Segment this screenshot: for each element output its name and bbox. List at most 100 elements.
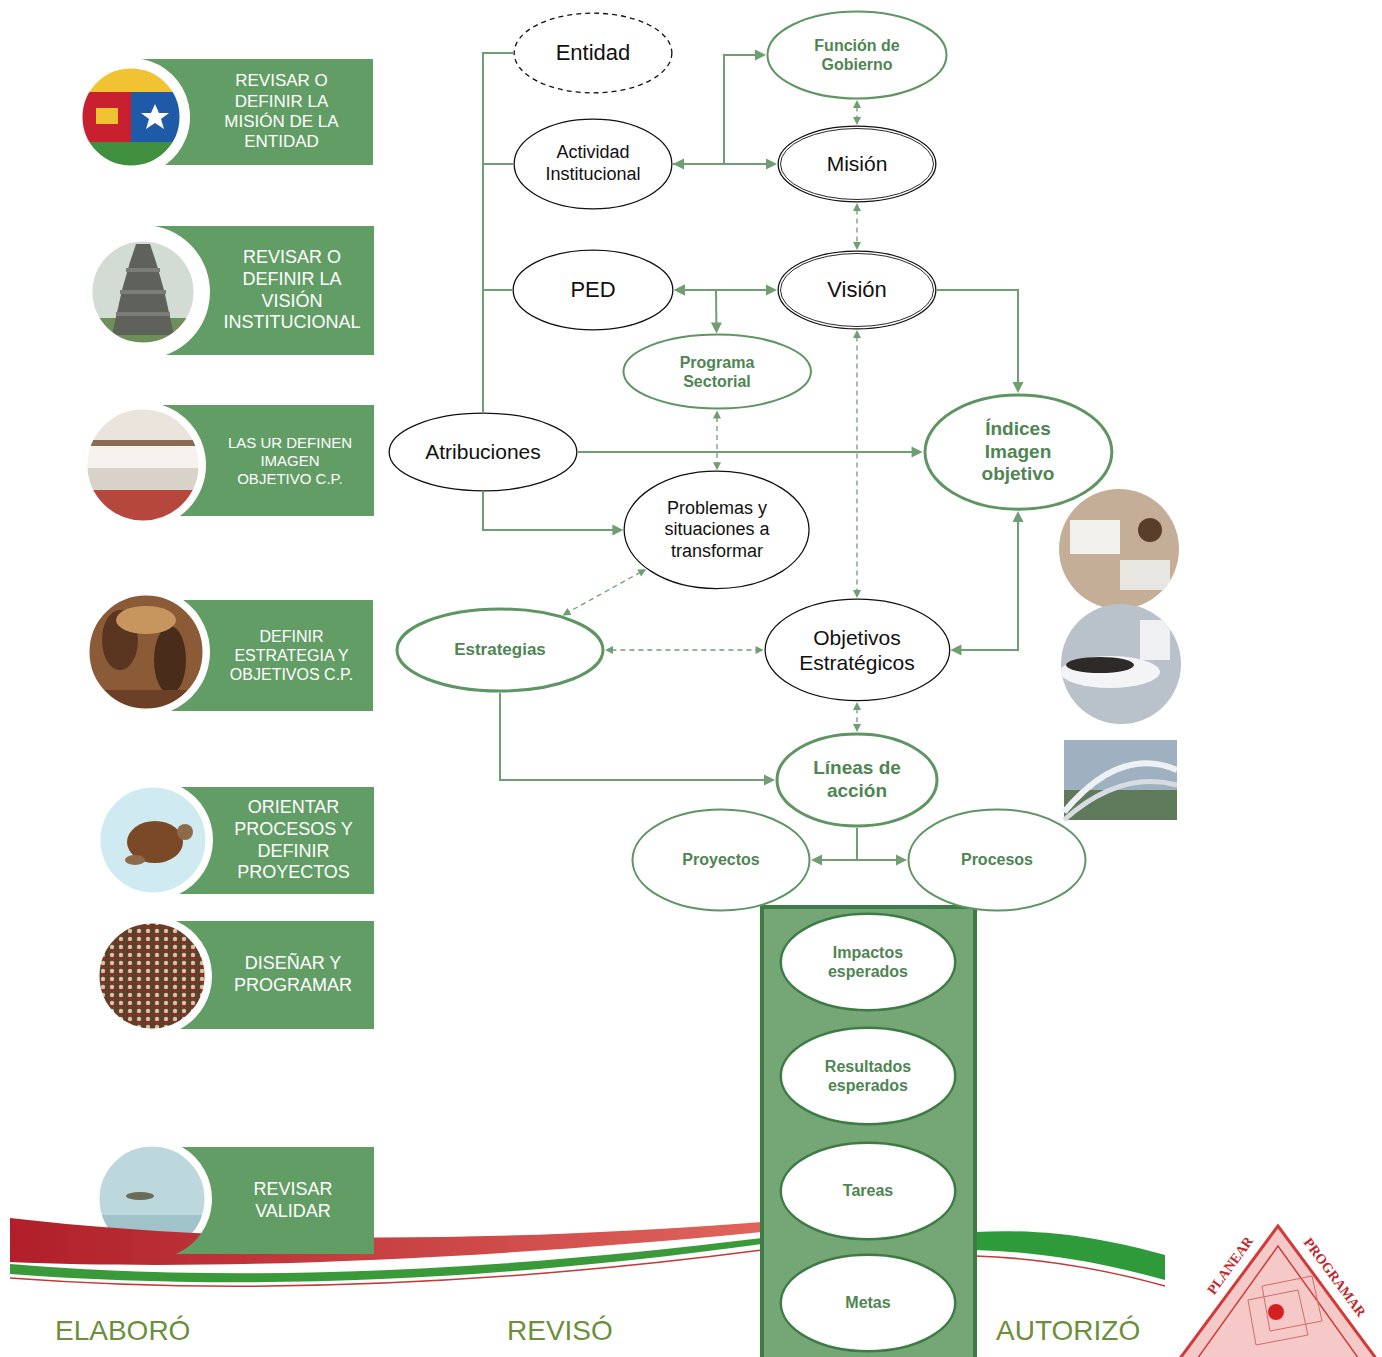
arrowhead xyxy=(766,159,777,170)
banner-text: ORIENTAR PROCESOS Y DEFINIR PROYECTOS xyxy=(219,797,369,883)
connector xyxy=(853,702,861,732)
node-text: PED xyxy=(570,277,615,303)
dashed-connector-line xyxy=(856,209,857,243)
connector xyxy=(673,50,766,165)
logo-cube xyxy=(1262,1276,1322,1331)
node-text: Visión xyxy=(827,277,887,303)
photo-part xyxy=(1061,604,1181,724)
ellipse-inner-outline xyxy=(781,254,934,327)
crowd-photo xyxy=(98,922,206,1030)
arrowhead xyxy=(673,159,684,170)
photo-part xyxy=(86,440,200,446)
swoosh-line xyxy=(10,1250,762,1286)
node-text: Líneas de acción xyxy=(793,757,921,803)
step-banner: DEFINIR ESTRATEGIA Y OBJETIVOS C.P. xyxy=(146,600,373,711)
arrowhead xyxy=(811,855,822,866)
ellipse-outline xyxy=(623,335,810,409)
arrowhead xyxy=(612,524,623,535)
connector xyxy=(674,285,722,334)
ellipse-node: Función de Gobierno xyxy=(766,10,948,100)
banner-text-area: REVISAR O DEFINIR LA MISIÓN DE LA ENTIDA… xyxy=(194,59,369,165)
turtle-photo xyxy=(99,786,207,894)
swoosh-green xyxy=(10,1238,762,1282)
arrowhead xyxy=(755,50,766,61)
node-text: Misión xyxy=(827,151,888,176)
signature-label: AUTORIZÓ xyxy=(996,1314,1140,1348)
dashed-connector-line xyxy=(611,649,757,650)
connector-line xyxy=(683,290,717,325)
photo-ring xyxy=(86,408,200,522)
photo-part xyxy=(116,312,170,316)
node-text: Atribuciones xyxy=(425,439,541,464)
arrowhead xyxy=(853,117,861,125)
ellipse-outline xyxy=(397,609,603,691)
connector xyxy=(483,492,623,535)
dashed-connector-line xyxy=(856,708,857,725)
banner-shape xyxy=(143,226,374,355)
node-text: Programa Sectorial xyxy=(648,353,787,391)
connector xyxy=(857,828,907,866)
photo-part xyxy=(126,1192,154,1200)
photo-ring xyxy=(99,786,207,894)
banner-fill xyxy=(155,226,374,355)
connector xyxy=(853,203,861,250)
node-text: Actividad Institucional xyxy=(531,142,656,185)
node-text: Estrategias xyxy=(454,640,546,660)
arrowhead xyxy=(605,646,613,654)
ellipse-outline xyxy=(514,13,672,93)
step-banner: LAS UR DEFINEN IMAGEN OBJETIVO C.P. xyxy=(143,405,374,516)
ellipse-node: Objetivos Estratégicos xyxy=(764,598,951,702)
ellipse-outline xyxy=(781,914,956,1011)
banner-text-area: DEFINIR ESTRATEGIA Y OBJETIVOS C.P. xyxy=(214,600,369,711)
banner-text: LAS UR DEFINEN IMAGEN OBJETIVO C.P. xyxy=(225,434,355,488)
banner-text-area: LAS UR DEFINEN IMAGEN OBJETIVO C.P. xyxy=(210,405,370,516)
photo-part xyxy=(1140,620,1170,660)
flag-photo xyxy=(81,67,181,167)
photo-part xyxy=(1060,656,1160,688)
arrowhead xyxy=(950,644,961,655)
node-text: Índices Imagen objetivo xyxy=(952,418,1083,486)
banner-fill xyxy=(179,787,374,894)
connector-line xyxy=(483,164,513,412)
dashed-connector-line xyxy=(856,106,857,118)
ellipse-outline xyxy=(781,1143,956,1240)
ellipse-node: PED xyxy=(512,249,674,331)
banner-text-area: ORIENTAR PROCESOS Y DEFINIR PROYECTOS xyxy=(217,787,370,894)
dashed-connector-line xyxy=(568,572,641,612)
connector-line xyxy=(483,492,615,530)
banner-fill xyxy=(176,1147,374,1254)
arrowhead xyxy=(1012,511,1023,522)
photo-part xyxy=(154,626,186,694)
photo-part xyxy=(112,244,174,335)
ellipse-node: Actividad Institucional xyxy=(513,118,673,210)
node-text: Objetivos Estratégicos xyxy=(787,625,927,675)
ellipse-outline xyxy=(925,395,1112,509)
ellipse-node: Atribuciones xyxy=(388,412,578,492)
dashed-connector-line xyxy=(716,417,717,464)
arrowhead xyxy=(764,775,775,786)
swoosh-green xyxy=(975,1231,1165,1280)
painting-photo xyxy=(88,594,204,710)
connector xyxy=(950,511,1023,655)
connector xyxy=(811,828,857,866)
ellipse-node: Tareas xyxy=(779,1141,957,1241)
arrowhead xyxy=(912,446,923,457)
photo-part xyxy=(1059,489,1179,609)
photo-part xyxy=(88,594,204,710)
group-photo xyxy=(86,408,200,522)
connector-line xyxy=(857,828,898,860)
ellipse-outline xyxy=(625,471,810,588)
arrowhead xyxy=(853,590,861,598)
banner-text: REVISAR O DEFINIR LA VISIÓN INSTITUCIONA… xyxy=(214,247,370,333)
swoosh-line xyxy=(975,1256,1165,1286)
ellipse-node: Estrategias xyxy=(395,607,605,693)
ellipse-node: Metas xyxy=(779,1253,957,1353)
ellipse-node: Proyectos xyxy=(631,808,811,912)
ellipse-outline xyxy=(633,810,810,911)
photo-part xyxy=(131,92,181,142)
connector-line xyxy=(578,451,914,453)
node-text: Problemas y situaciones a transformar xyxy=(650,498,784,563)
photo-ring xyxy=(88,594,204,710)
connector xyxy=(673,159,777,170)
banner-text-area: DISEÑAR Y PROGRAMAR xyxy=(216,921,370,1029)
